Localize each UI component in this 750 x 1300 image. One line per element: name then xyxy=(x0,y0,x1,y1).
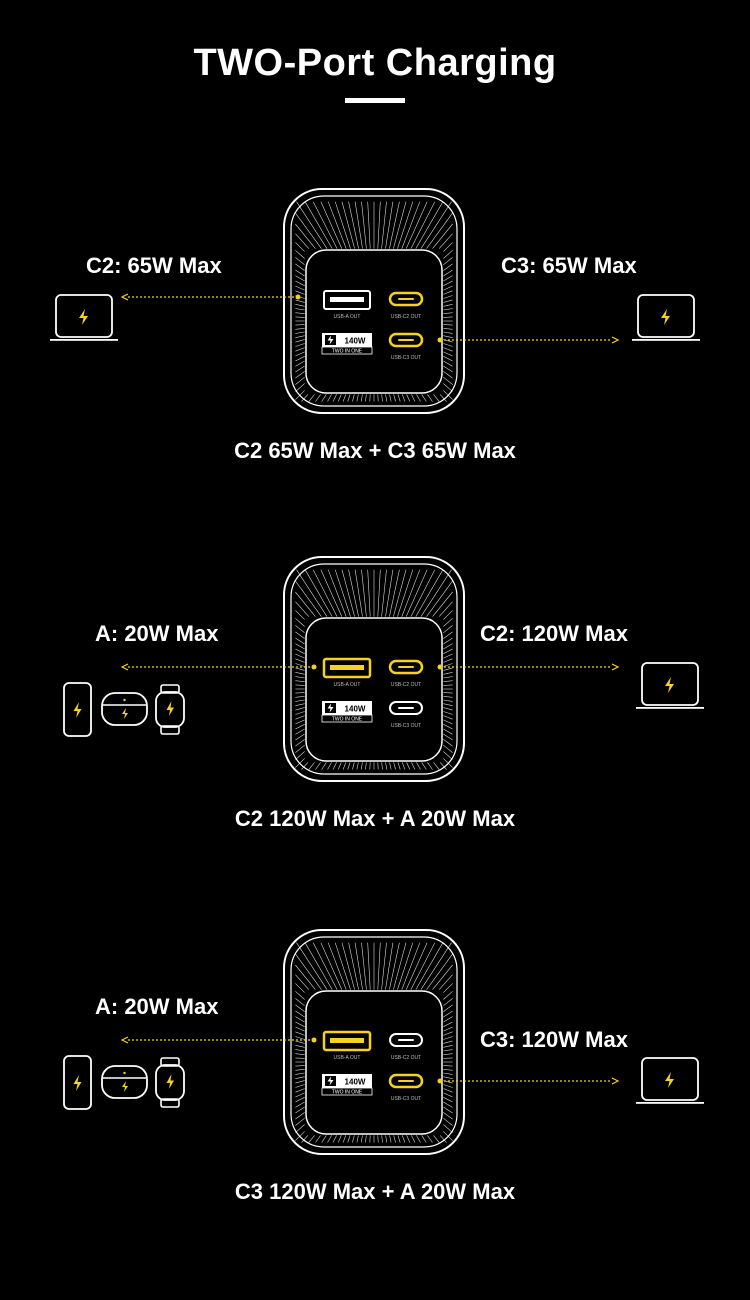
right-connector xyxy=(437,663,620,671)
page-title: TWO-Port Charging xyxy=(193,42,557,84)
left-port-label: A: 20W Max xyxy=(95,994,219,1019)
left-connector xyxy=(120,293,301,301)
scenario-c2-a: USB-A OUT USB-C2 OUT 140W TWO IN ONE USB… xyxy=(0,553,750,853)
140w-badge: 140W TWO IN ONE xyxy=(321,333,373,355)
usb-c2-label: USB-C2 OUT xyxy=(391,1055,421,1061)
usb-a-port: USB-A OUT xyxy=(323,290,371,320)
usb-a-label: USB-A OUT xyxy=(334,314,361,320)
badge-sub: TWO IN ONE xyxy=(332,349,363,355)
scenario-caption: C2 65W Max + C3 65W Max xyxy=(234,438,516,463)
usb-c3-port: USB-C3 OUT xyxy=(389,701,423,729)
phone-icon xyxy=(63,682,92,737)
scenario-c2-c3: USB-A OUT USB-C2 OUT 140W TWO IN ONE xyxy=(0,185,750,485)
usb-c2-port: USB-C2 OUT xyxy=(389,1033,423,1061)
earbuds-case-icon xyxy=(101,692,148,726)
usb-a-label: USB-A OUT xyxy=(334,682,361,688)
right-port-label: C3: 120W Max xyxy=(480,1027,628,1052)
badge-watts: 140W xyxy=(345,337,366,346)
right-port-label: C2: 120W Max xyxy=(480,621,628,646)
left-port-label: C2: 65W Max xyxy=(86,253,222,278)
scenario-c3-a: USB-A OUT USB-C2 OUT 140W TWO IN ONE USB… xyxy=(0,926,750,1226)
usb-c3-label: USB-C3 OUT xyxy=(391,355,421,361)
140w-badge: 140W TWO IN ONE xyxy=(321,701,373,723)
left-connector xyxy=(120,1036,317,1044)
badge-sub: TWO IN ONE xyxy=(332,1090,363,1096)
usb-c3-label: USB-C3 OUT xyxy=(391,723,421,729)
usb-c2-label: USB-C2 OUT xyxy=(391,314,421,320)
badge-watts: 140W xyxy=(345,705,366,714)
right-connector xyxy=(437,336,620,344)
badge-sub: TWO IN ONE xyxy=(332,717,363,723)
usb-c2-port: USB-C2 OUT xyxy=(388,659,424,688)
watch-icon xyxy=(155,684,185,735)
usb-c3-port: USB-C3 OUT xyxy=(388,332,424,361)
left-connector xyxy=(120,663,317,671)
usb-c2-label: USB-C2 OUT xyxy=(391,682,421,688)
right-connector xyxy=(437,1077,620,1085)
right-port-label: C3: 65W Max xyxy=(501,253,637,278)
usb-a-label: USB-A OUT xyxy=(334,1055,361,1061)
scenario-caption: C3 120W Max + A 20W Max xyxy=(234,1179,516,1204)
title-underline xyxy=(345,98,405,103)
140w-badge: 140W TWO IN ONE xyxy=(321,1074,373,1096)
earbuds-case-icon xyxy=(101,1065,148,1099)
badge-watts: 140W xyxy=(345,1078,366,1087)
usb-c3-label: USB-C3 OUT xyxy=(391,1096,421,1102)
charger-illustration: USB-A OUT USB-C2 OUT 140W TWO IN ONE USB… xyxy=(283,929,465,1155)
laptop-icon xyxy=(50,294,118,341)
charger-illustration: USB-A OUT USB-C2 OUT 140W TWO IN ONE USB… xyxy=(283,556,465,782)
usb-c3-port: USB-C3 OUT xyxy=(388,1073,424,1102)
left-port-label: A: 20W Max xyxy=(95,621,219,646)
laptop-icon xyxy=(632,294,700,341)
laptop-icon xyxy=(636,1057,704,1104)
usb-a-port: USB-A OUT xyxy=(322,1030,372,1061)
phone-icon xyxy=(63,1055,92,1110)
laptop-icon xyxy=(636,662,704,709)
scenario-caption: C2 120W Max + A 20W Max xyxy=(234,806,516,831)
charger-illustration: USB-A OUT USB-C2 OUT 140W TWO IN ONE xyxy=(283,188,465,414)
watch-icon xyxy=(155,1057,185,1108)
usb-a-port: USB-A OUT xyxy=(322,657,372,688)
usb-c2-port: USB-C2 OUT xyxy=(388,291,424,320)
